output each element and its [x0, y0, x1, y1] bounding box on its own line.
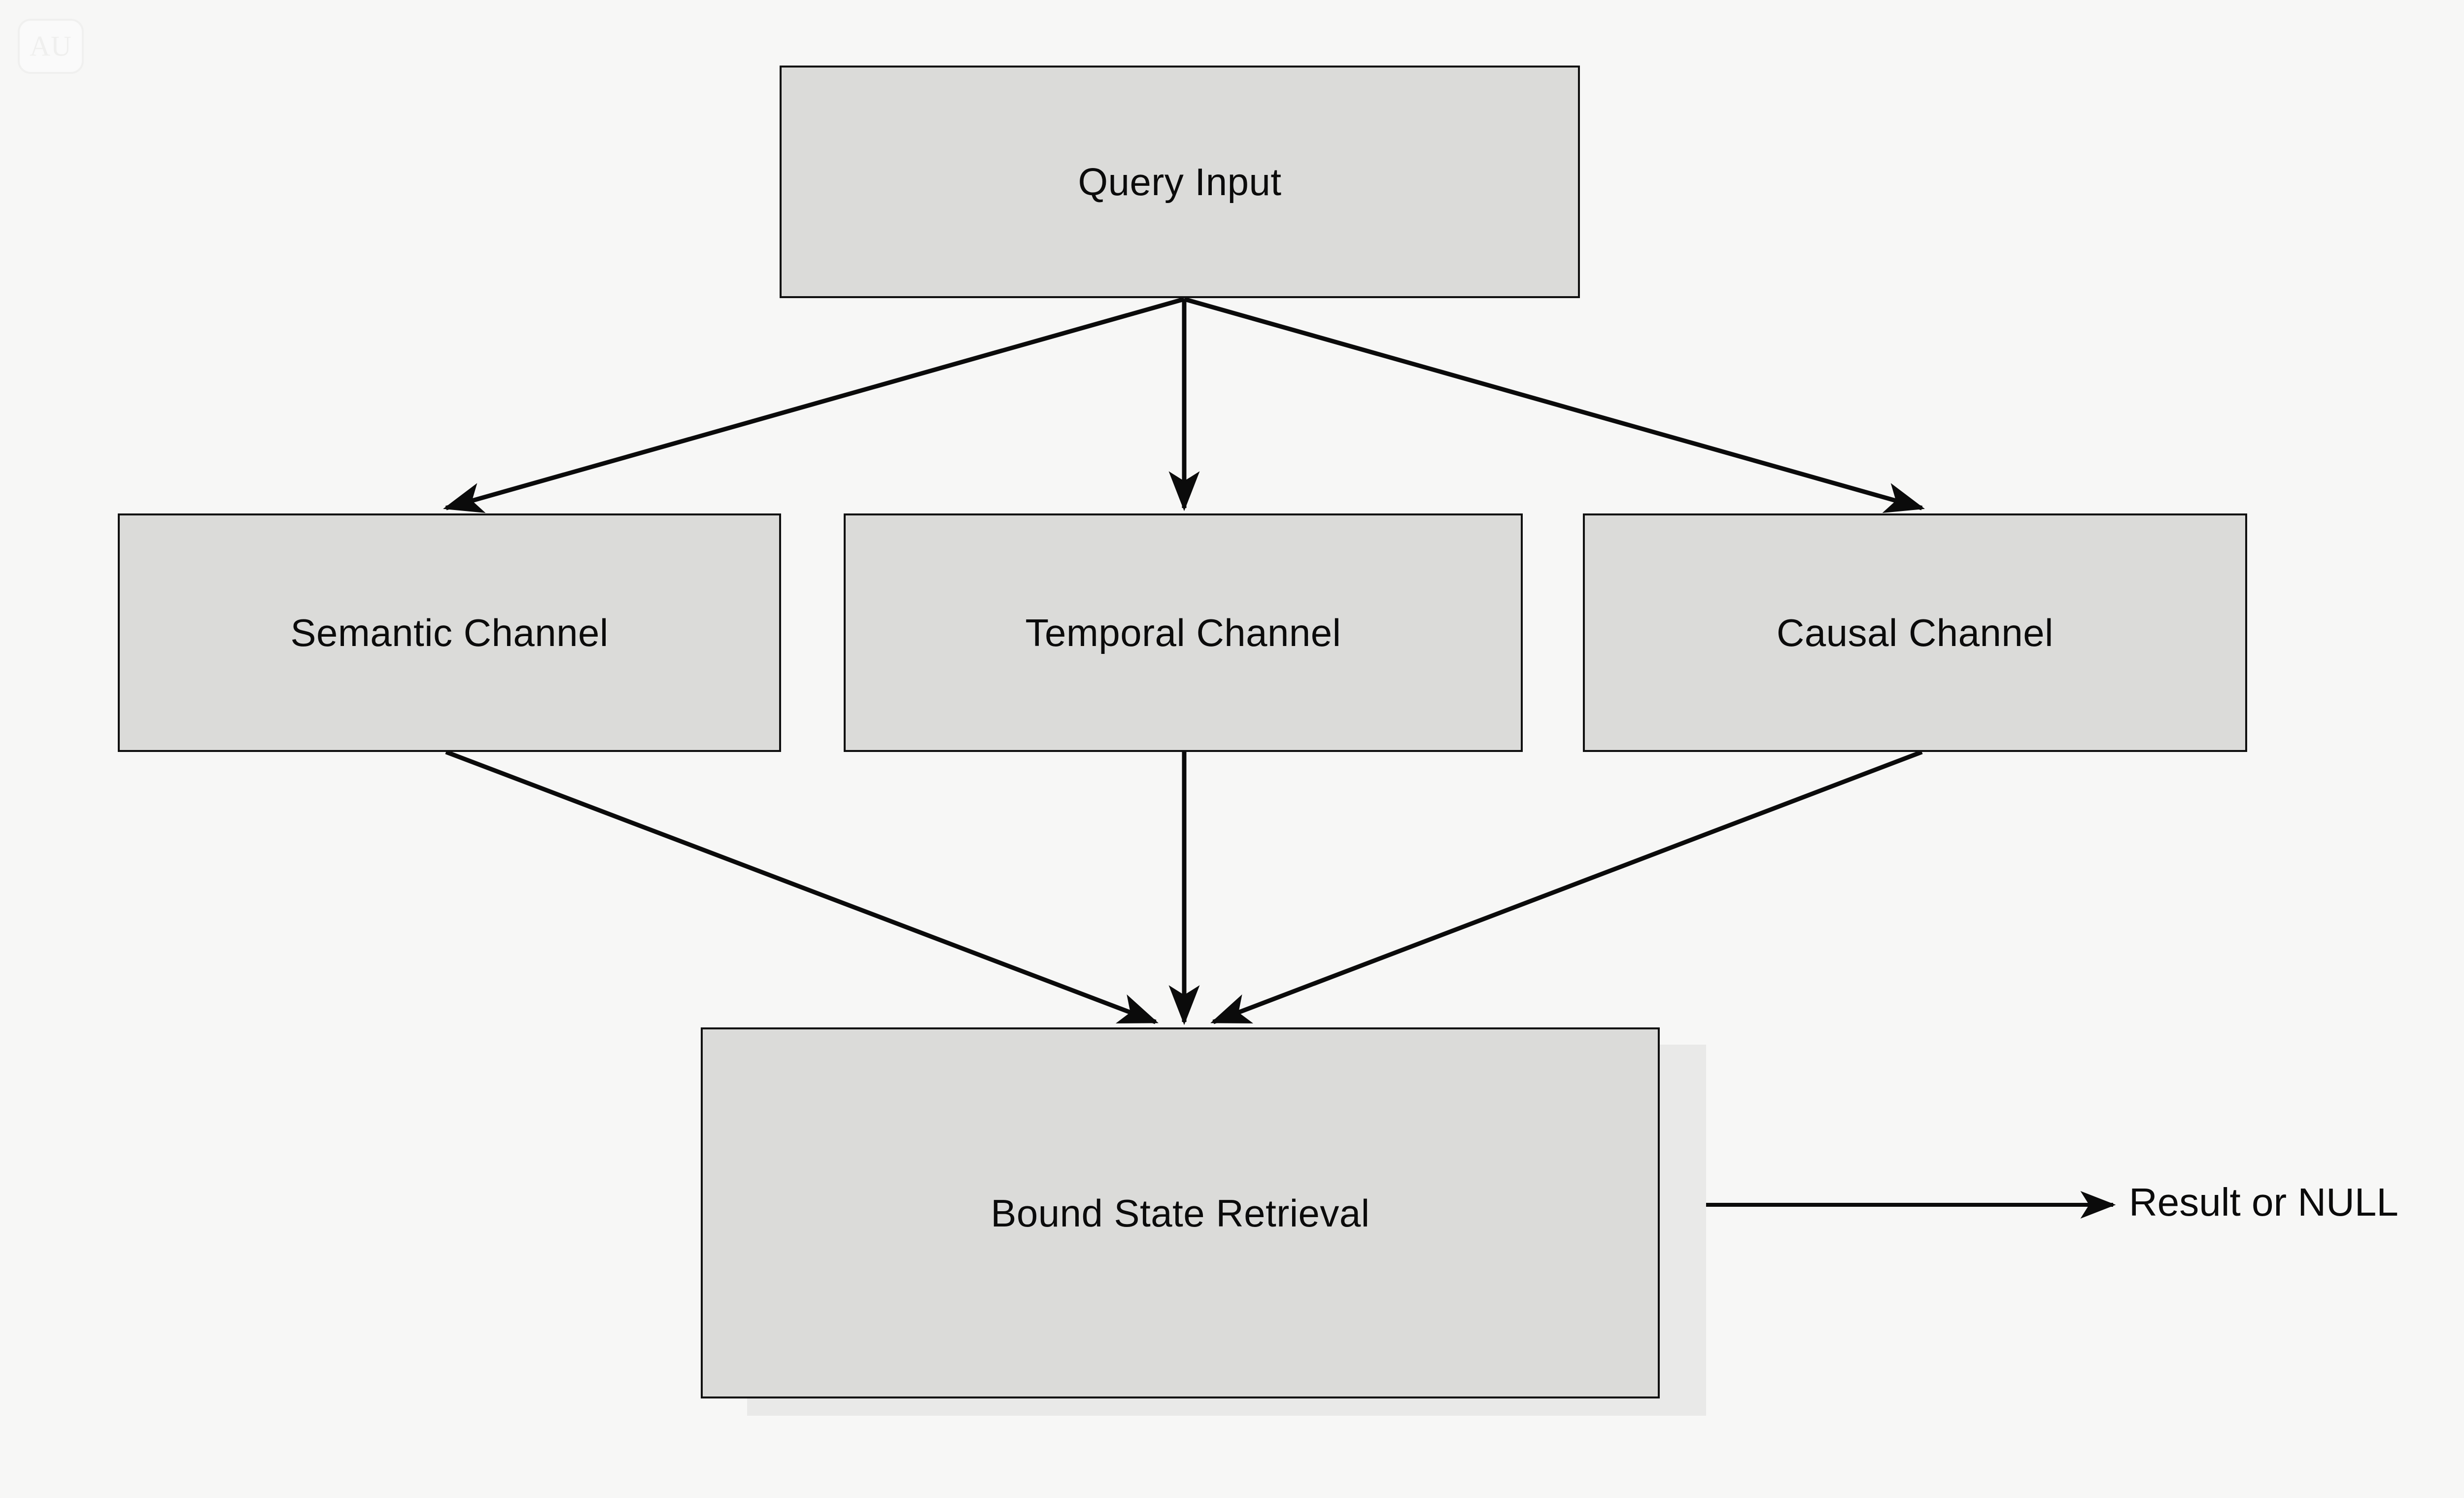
edge-semantic-to-bound: [445, 749, 1159, 1024]
node-causal-channel[interactable]: Causal Channel: [1583, 513, 2247, 752]
terminal-result-label: Result or NULL: [2129, 1180, 2398, 1224]
node-temporal-channel-label: Temporal Channel: [1025, 611, 1341, 654]
node-query-input[interactable]: Query Input: [780, 66, 1580, 298]
watermark-badge: AU: [18, 19, 84, 74]
watermark-label: AU: [30, 30, 72, 62]
edge-query-to-semantic: [443, 297, 1185, 513]
node-bound-state-retrieval-label: Bound State Retrieval: [991, 1191, 1370, 1235]
edge-query-to-causal: [1183, 297, 1925, 513]
node-temporal-channel[interactable]: Temporal Channel: [844, 513, 1523, 752]
node-causal-channel-label: Causal Channel: [1776, 611, 2054, 654]
node-semantic-channel-label: Semantic Channel: [290, 611, 609, 654]
node-query-input-label: Query Input: [1078, 160, 1282, 204]
node-semantic-channel[interactable]: Semantic Channel: [118, 513, 781, 752]
node-bound-state-retrieval[interactable]: Bound State Retrieval: [701, 1027, 1660, 1398]
edge-causal-to-bound: [1210, 749, 1923, 1024]
